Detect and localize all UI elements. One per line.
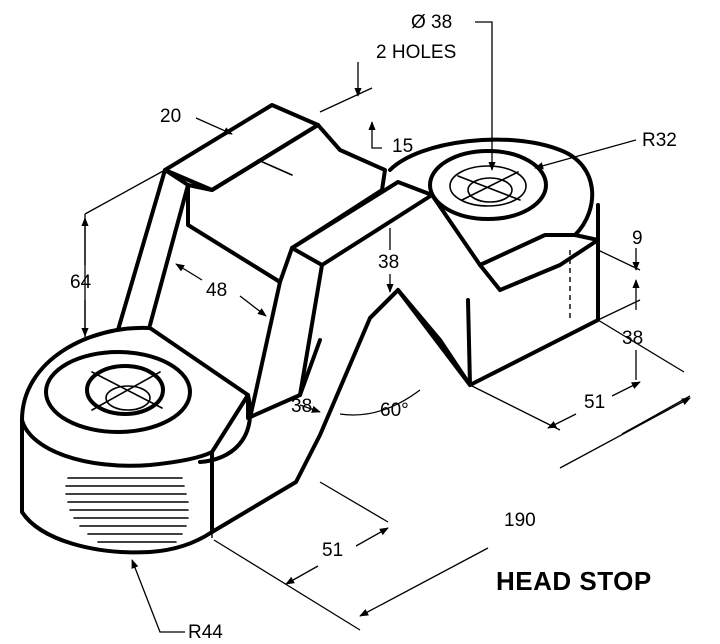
left-arm xyxy=(116,103,387,454)
slot-width-label: 48 xyxy=(206,280,227,301)
center-height-label: 38 xyxy=(378,252,399,273)
dimension-lines xyxy=(81,21,691,633)
thread-hatch-left xyxy=(65,477,189,543)
right-step-label: 9 xyxy=(632,228,643,249)
right-height-label: 38 xyxy=(622,328,643,349)
left-boss xyxy=(20,325,252,555)
overall-length-label: 190 xyxy=(504,510,536,531)
angle-label: 60° xyxy=(380,400,409,421)
right-boss xyxy=(388,137,600,387)
left-offset-label: 51 xyxy=(322,540,343,561)
drawing-title: HEAD STOP xyxy=(496,566,652,596)
left-radius-label: R44 xyxy=(188,622,223,643)
left-height-label: 64 xyxy=(70,272,92,293)
hole-count-label: 2 HOLES xyxy=(376,42,456,63)
right-offset-label: 51 xyxy=(584,392,605,413)
left-width-label: 38 xyxy=(291,396,312,417)
top-width-label: 20 xyxy=(160,106,181,127)
right-radius-label: R32 xyxy=(642,130,677,151)
hole-diameter-label: Ø 38 xyxy=(411,12,452,33)
center-block xyxy=(210,180,502,534)
top-depth-label: 15 xyxy=(392,136,413,157)
